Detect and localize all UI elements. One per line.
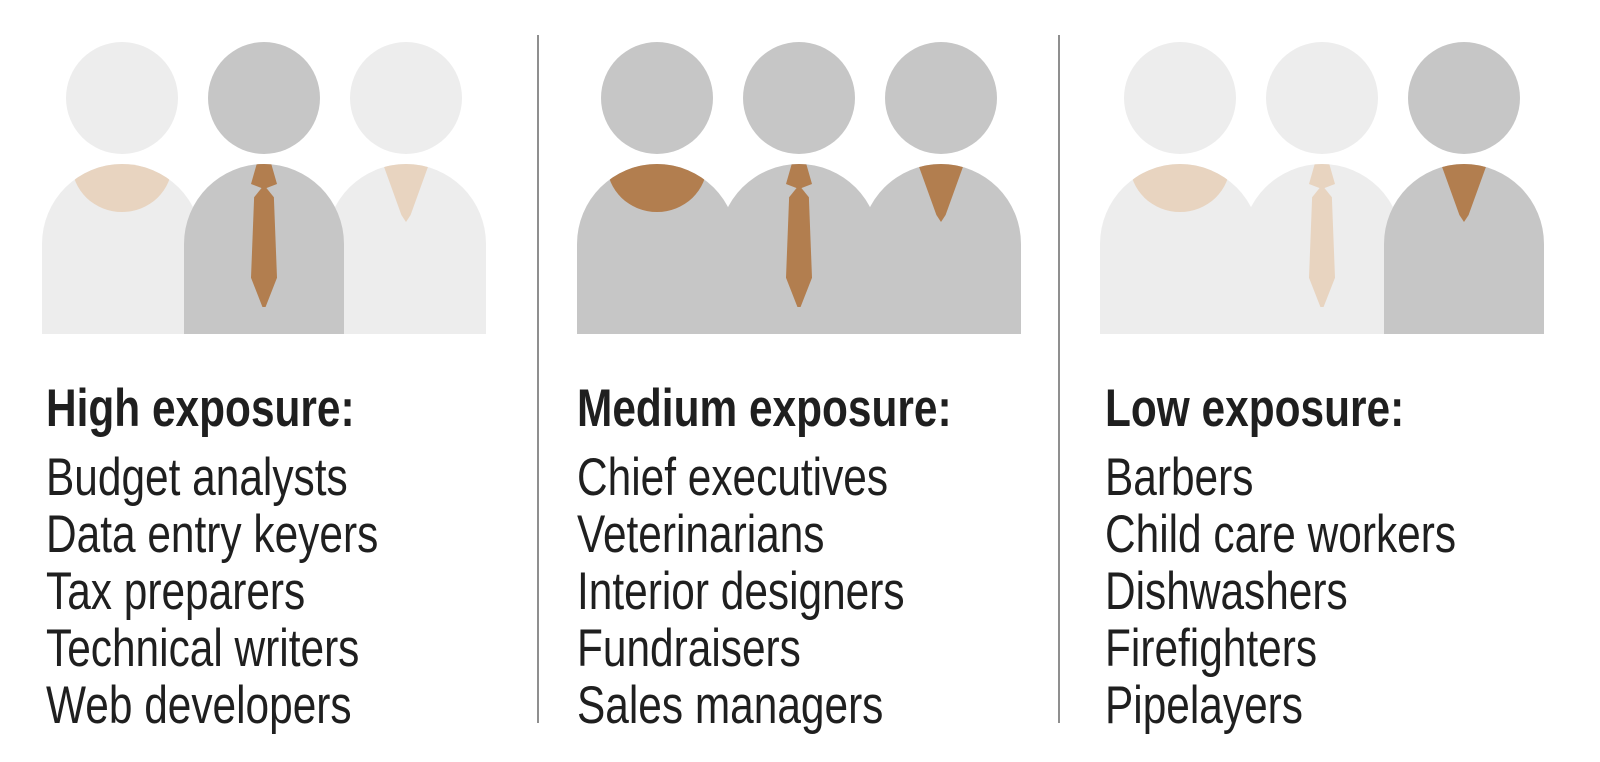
tie-blade-icon	[251, 185, 277, 307]
person-tie-figure	[1242, 42, 1402, 334]
worker-figures-group	[577, 42, 1023, 334]
job-item: Firefighters	[1105, 619, 1318, 678]
job-item: Barbers	[1105, 448, 1254, 507]
person-body-icon	[42, 164, 202, 334]
collar-icon	[72, 164, 172, 212]
person-body-icon	[326, 164, 486, 334]
person-tie-figure	[184, 42, 344, 334]
job-item: Pipelayers	[1105, 676, 1303, 735]
person-head-icon	[1266, 42, 1378, 154]
person-vneck-figure	[861, 42, 1021, 334]
job-item: Veterinarians	[577, 505, 825, 564]
person-head-icon	[1408, 42, 1520, 154]
person-body-icon	[719, 164, 879, 334]
person-collar-figure	[42, 42, 202, 334]
job-item: Interior designers	[577, 562, 905, 621]
job-item: Web developers	[46, 676, 352, 735]
person-head-icon	[66, 42, 178, 154]
job-item: Dishwashers	[1105, 562, 1348, 621]
tie-blade-icon	[1309, 185, 1335, 307]
person-body-icon	[577, 164, 737, 334]
person-body-icon	[1384, 164, 1544, 334]
vneck-tie-icon	[918, 164, 964, 222]
person-body-icon	[861, 164, 1021, 334]
collar-icon	[1130, 164, 1230, 212]
job-item: Sales managers	[577, 676, 884, 735]
person-collar-figure	[1100, 42, 1260, 334]
job-item: Technical writers	[46, 619, 360, 678]
column-divider	[537, 35, 539, 723]
person-tie-figure	[719, 42, 879, 334]
person-body-icon	[1100, 164, 1260, 334]
person-vneck-figure	[1384, 42, 1544, 334]
job-item: Data entry keyers	[46, 505, 379, 564]
person-collar-figure	[577, 42, 737, 334]
collar-icon	[607, 164, 707, 212]
person-head-icon	[1124, 42, 1236, 154]
vneck-tie-icon	[383, 164, 429, 222]
worker-figures-group	[42, 42, 488, 334]
job-item: Tax preparers	[46, 562, 306, 621]
vneck-tie-icon	[1441, 164, 1487, 222]
person-head-icon	[743, 42, 855, 154]
exposure-heading: High exposure:	[46, 379, 355, 438]
job-item: Chief executives	[577, 448, 889, 507]
person-vneck-figure	[326, 42, 486, 334]
exposure-heading: Low exposure:	[1105, 379, 1405, 438]
person-body-icon	[1242, 164, 1402, 334]
person-head-icon	[885, 42, 997, 154]
job-item: Budget analysts	[46, 448, 348, 507]
tie-blade-icon	[786, 185, 812, 307]
exposure-heading: Medium exposure:	[577, 379, 952, 438]
person-head-icon	[601, 42, 713, 154]
person-head-icon	[350, 42, 462, 154]
job-item: Fundraisers	[577, 619, 801, 678]
job-item: Child care workers	[1105, 505, 1457, 564]
column-divider	[1058, 35, 1060, 723]
worker-figures-group	[1100, 42, 1546, 334]
person-body-icon	[184, 164, 344, 334]
person-head-icon	[208, 42, 320, 154]
